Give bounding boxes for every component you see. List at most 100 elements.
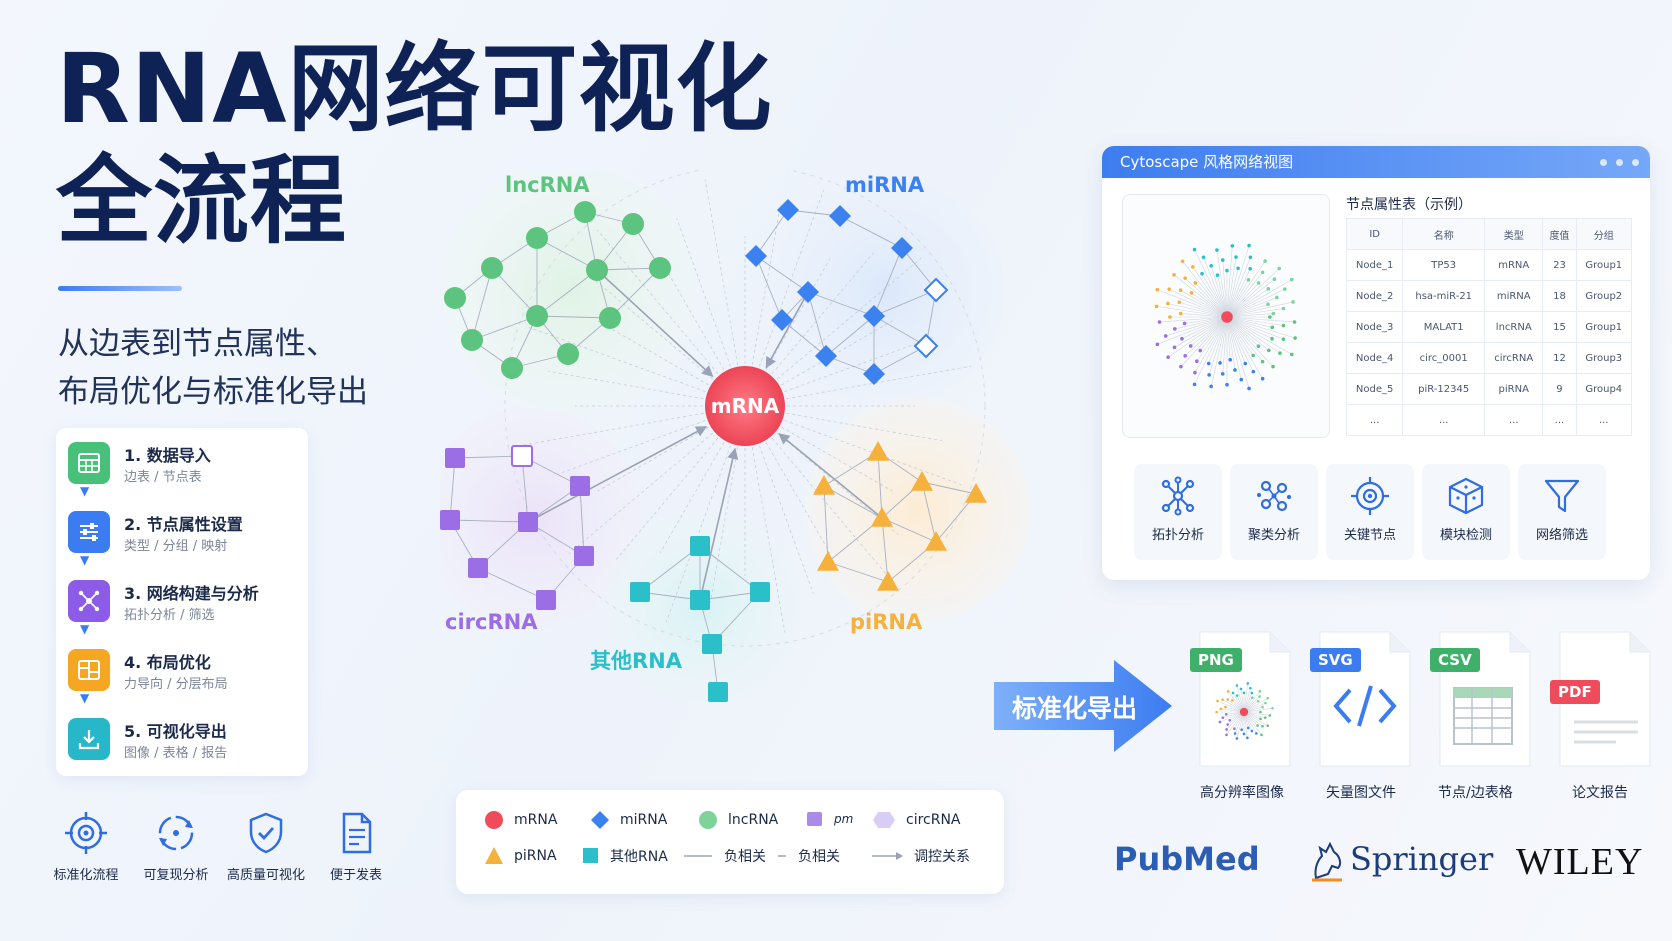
step-network-build[interactable]: 3. 网络构建与分析 拓扑分析 / 筛选 bbox=[68, 578, 304, 630]
mini-edge bbox=[1194, 316, 1228, 373]
pirna-node[interactable] bbox=[871, 507, 893, 527]
other-node[interactable] bbox=[702, 634, 722, 654]
layout-grid-icon bbox=[68, 649, 110, 691]
file-csv[interactable]: CSV bbox=[1430, 630, 1532, 768]
pirna-node[interactable] bbox=[925, 531, 947, 551]
lncrna-node[interactable] bbox=[461, 329, 483, 351]
mini-node bbox=[1224, 713, 1228, 716]
window-dot-icon[interactable] bbox=[1600, 159, 1607, 166]
mini-edge bbox=[1196, 316, 1228, 362]
other-node[interactable] bbox=[690, 590, 710, 610]
cluster-edge bbox=[781, 319, 827, 357]
other-node[interactable] bbox=[708, 682, 728, 702]
mirna-node[interactable] bbox=[745, 245, 767, 267]
lncrna-node[interactable] bbox=[481, 257, 503, 279]
network-preview-panel[interactable] bbox=[1122, 194, 1330, 438]
circrna-node[interactable] bbox=[511, 445, 533, 467]
circrna-node[interactable] bbox=[440, 510, 460, 530]
lncrna-node[interactable] bbox=[649, 257, 671, 279]
step-export[interactable]: 5. 可视化导出 图像 / 表格 / 报告 bbox=[68, 716, 304, 768]
mirna-node[interactable] bbox=[771, 309, 793, 331]
table-row[interactable]: ............... bbox=[1345, 404, 1633, 436]
mini-node bbox=[1263, 259, 1267, 263]
mini-node bbox=[1289, 352, 1294, 357]
mini-node bbox=[1219, 707, 1223, 711]
file-svg[interactable]: SVG bbox=[1310, 630, 1412, 768]
mirna-node[interactable] bbox=[777, 199, 799, 221]
file-tag: SVG bbox=[1310, 648, 1361, 672]
tool-topology-analysis[interactable]: 拓扑分析 bbox=[1134, 464, 1222, 560]
circrna-node[interactable] bbox=[570, 476, 590, 496]
circrna-node[interactable] bbox=[518, 512, 538, 532]
other-node[interactable] bbox=[630, 582, 650, 602]
mini-edge bbox=[1169, 288, 1228, 318]
mirna-node[interactable] bbox=[829, 205, 851, 227]
mirna-node[interactable] bbox=[797, 281, 819, 303]
window-dot-icon[interactable] bbox=[1632, 159, 1639, 166]
other-node[interactable] bbox=[690, 536, 710, 556]
other-node[interactable] bbox=[750, 582, 770, 602]
mirna-node[interactable] bbox=[923, 277, 949, 303]
circrna-node[interactable] bbox=[445, 448, 465, 468]
file-pdf[interactable]: PDF bbox=[1550, 630, 1652, 768]
mini-node bbox=[1201, 255, 1206, 260]
tool-cluster-analysis[interactable]: 聚类分析 bbox=[1230, 464, 1318, 560]
lncrna-node[interactable] bbox=[599, 307, 621, 329]
spoke-edge bbox=[597, 405, 746, 492]
pirna-node[interactable] bbox=[817, 551, 839, 571]
circrna-node[interactable] bbox=[468, 558, 488, 578]
step-arrow-icon: ▼ bbox=[80, 622, 90, 636]
mini-node bbox=[1192, 382, 1197, 387]
step-data-import[interactable]: 1. 数据导入 边表 / 节点表 bbox=[68, 440, 304, 492]
mini-edge bbox=[1227, 691, 1245, 713]
pirna-node[interactable] bbox=[813, 475, 835, 495]
lncrna-node[interactable] bbox=[526, 227, 548, 249]
lncrna-node[interactable] bbox=[444, 287, 466, 309]
tool-key-nodes[interactable]: 关键节点 bbox=[1326, 464, 1414, 560]
lncrna-node[interactable] bbox=[622, 213, 644, 235]
pirna-node[interactable] bbox=[877, 571, 899, 591]
table-cell: ... bbox=[1345, 404, 1404, 436]
mirna-node[interactable] bbox=[891, 237, 913, 259]
mini-node bbox=[1225, 382, 1229, 387]
tool-label: 网络筛选 bbox=[1535, 528, 1588, 543]
mini-node bbox=[1209, 264, 1214, 268]
lncrna-node[interactable] bbox=[526, 305, 548, 327]
cluster-edge bbox=[873, 315, 927, 347]
mrna-center-node[interactable] bbox=[705, 366, 785, 446]
circrna-node[interactable] bbox=[536, 590, 556, 610]
tool-network-filter[interactable]: 网络筛选 bbox=[1518, 464, 1606, 560]
lncrna-node[interactable] bbox=[586, 259, 608, 281]
pirna-node[interactable] bbox=[965, 483, 987, 503]
mirna-node[interactable] bbox=[863, 305, 885, 327]
mini-node bbox=[1293, 336, 1297, 340]
mirna-node[interactable] bbox=[863, 363, 885, 385]
step-node-attributes[interactable]: 2. 节点属性设置 类型 / 分组 / 映射 bbox=[68, 509, 304, 561]
lncrna-node[interactable] bbox=[557, 343, 579, 365]
mirna-node[interactable] bbox=[913, 333, 939, 359]
mini-edge bbox=[1226, 316, 1263, 379]
center-node-mrna[interactable]: mRNA bbox=[705, 366, 785, 446]
mini-node bbox=[1266, 724, 1270, 728]
lncrna-node[interactable] bbox=[501, 357, 523, 379]
pirna-node[interactable] bbox=[911, 471, 933, 491]
cluster-edge bbox=[827, 561, 889, 583]
mini-node bbox=[1220, 258, 1225, 262]
circrna-node[interactable] bbox=[574, 546, 594, 566]
tool-module-detection[interactable]: 模块检测 bbox=[1422, 464, 1510, 560]
mini-node bbox=[1195, 359, 1199, 364]
mirna-node[interactable] bbox=[815, 345, 837, 367]
mini-edge bbox=[1226, 711, 1245, 736]
window-dot-icon[interactable] bbox=[1616, 159, 1623, 166]
pdf-file-icon bbox=[1559, 631, 1651, 767]
file-png[interactable]: PNG bbox=[1190, 630, 1292, 768]
pirna-node[interactable] bbox=[867, 441, 889, 461]
lncrna-node[interactable] bbox=[574, 201, 596, 223]
step-layout[interactable]: 4. 布局优化 力导向 / 分层布局 bbox=[68, 647, 304, 699]
